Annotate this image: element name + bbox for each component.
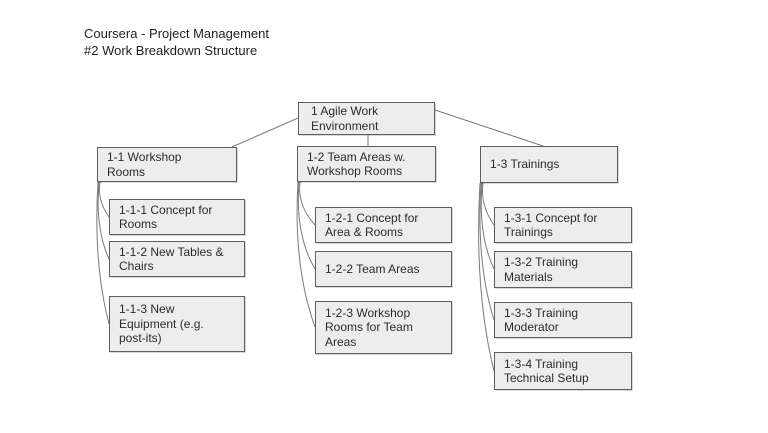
wbs-node-1-3-4[interactable]: 1-3-4 Training Technical Setup (494, 352, 632, 390)
connector-1-3-to-1-3-2 (480, 182, 495, 270)
wbs-node-1-1-3[interactable]: 1-1-3 New Equipment (e.g. post-its) (109, 296, 245, 352)
diagram-title-line-1: Coursera - Project Management (84, 26, 269, 41)
wbs-node-1-2-1[interactable]: 1-2-1 Concept for Area & Rooms (315, 207, 452, 243)
wbs-node-1-3-2[interactable]: 1-3-2 Training Materials (494, 251, 632, 288)
connector-root-to-1-3 (434, 109, 547, 148)
connector-1-3-to-1-3-1 (482, 182, 495, 226)
wbs-node-1-2-3[interactable]: 1-2-3 Workshop Rooms for Team Areas (315, 301, 452, 354)
connector-1-2-to-1-2-3 (296, 181, 316, 328)
wbs-node-1-1-1[interactable]: 1-1-1 Concept for Rooms (109, 199, 245, 235)
connector-1-2-to-1-2-2 (297, 181, 316, 270)
wbs-node-1-1-2[interactable]: 1-1-2 New Tables & Chairs (109, 241, 245, 277)
connector-1-1-to-1-1-2 (97, 181, 110, 260)
connector-1-1-to-1-1-1 (98, 181, 110, 218)
wbs-node-1-3[interactable]: 1-3 Trainings (480, 146, 618, 183)
connector-1-2-to-1-2-1 (299, 181, 316, 226)
wbs-node-1[interactable]: 1 Agile Work Environment (298, 102, 435, 135)
connector-1-3-to-1-3-3 (479, 182, 495, 321)
wbs-node-1-2[interactable]: 1-2 Team Areas w. Workshop Rooms (297, 146, 436, 182)
wbs-node-1-3-1[interactable]: 1-3-1 Concept for Trainings (494, 207, 632, 243)
wbs-node-1-2-2[interactable]: 1-2-2 Team Areas (315, 251, 452, 287)
wbs-node-1-3-3[interactable]: 1-3-3 Training Moderator (494, 302, 632, 338)
connector-1-3-to-1-3-4 (478, 182, 495, 372)
connector-root-to-1-1 (231, 117, 299, 148)
diagram-title: Coursera - Project Management #2 Work Br… (84, 25, 269, 59)
diagram-title-line-2: #2 Work Breakdown Structure (84, 43, 258, 58)
connector-1-1-to-1-1-3 (96, 181, 110, 325)
wbs-node-1-1[interactable]: 1-1 Workshop Rooms (97, 147, 237, 182)
